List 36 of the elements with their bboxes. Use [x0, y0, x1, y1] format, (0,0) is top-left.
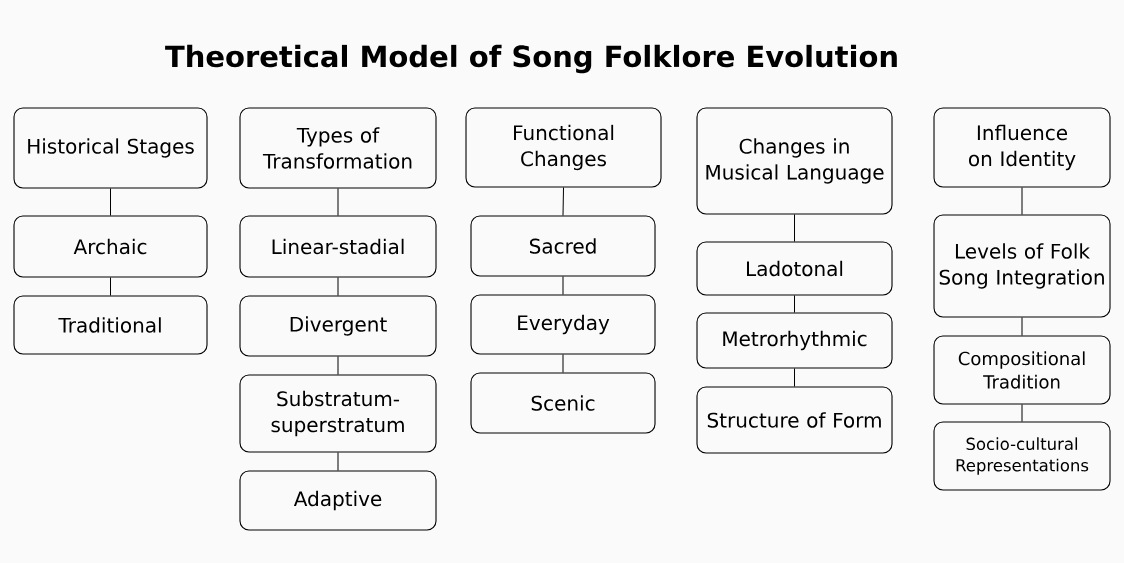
- box: Traditional: [13, 295, 208, 355]
- connector-line: [337, 452, 339, 471]
- connector-line: [794, 368, 795, 387]
- box: Ladotonal: [696, 241, 893, 296]
- connector-line: [562, 187, 564, 216]
- connector-line: [337, 188, 339, 216]
- connector-line: [562, 276, 564, 295]
- box: Sacred: [470, 215, 656, 277]
- box: Levels of Folk Song Integration: [933, 214, 1111, 318]
- box: Adaptive: [239, 470, 437, 531]
- box: Linear-stadial: [239, 215, 437, 278]
- box: Scenic: [470, 372, 656, 434]
- box: Substratum-superstratum: [239, 374, 437, 453]
- box: Metrorhythmic: [696, 312, 893, 369]
- box: Functional Changes: [465, 107, 662, 188]
- box: Compositional Tradition: [933, 335, 1111, 405]
- box: Socio-cultural Representations: [933, 421, 1111, 491]
- connector-line: [1021, 187, 1023, 215]
- box: Influence on Identity: [933, 107, 1111, 188]
- box: Historical Stages: [13, 107, 208, 189]
- connector-line: [337, 356, 339, 375]
- connector-line: [794, 214, 795, 242]
- title: Theoretical Model of Song Folklore Evolution: [165, 44, 897, 74]
- connector-line: [794, 295, 795, 313]
- connector-line: [1021, 404, 1023, 422]
- connector-line: [1021, 317, 1023, 336]
- connector-line: [110, 277, 111, 296]
- connector-line: [562, 354, 564, 373]
- connector-line: [337, 277, 339, 296]
- box: Archaic: [13, 215, 208, 278]
- connector-line: [110, 188, 111, 216]
- box: Changes in Musical Language: [696, 107, 893, 215]
- box: Types of Transformation: [239, 107, 437, 189]
- box: Structure of Form: [696, 386, 893, 454]
- box: Divergent: [239, 295, 437, 357]
- box: Everyday: [470, 294, 656, 355]
